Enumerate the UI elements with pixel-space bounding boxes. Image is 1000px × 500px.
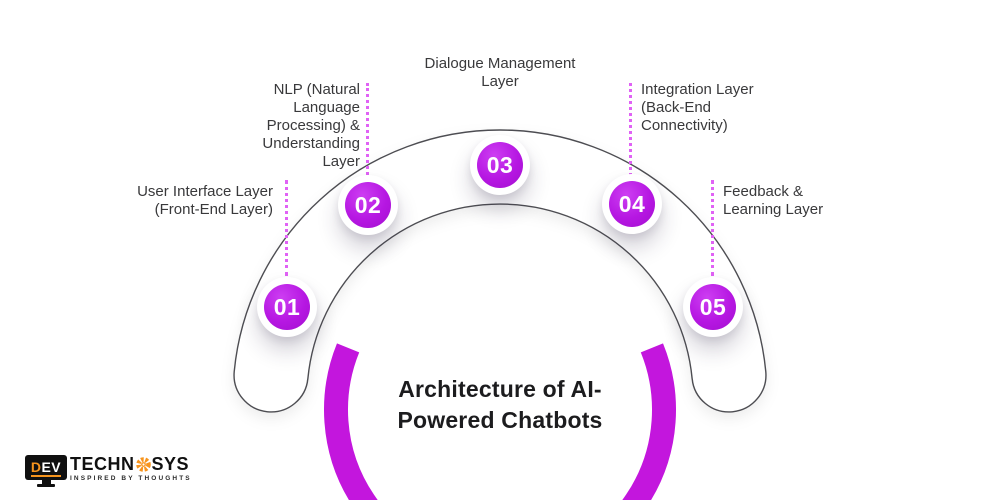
logo-dev-text: DEV: [30, 458, 62, 477]
step-badge-04: 04: [609, 181, 655, 227]
step-circle-05: 05: [683, 277, 743, 337]
step-number-01: 01: [273, 293, 301, 320]
step-number-03: 03: [486, 151, 514, 178]
monitor-icon: DEV: [25, 455, 67, 487]
logo-techn-text: TECHN: [70, 454, 135, 474]
devtechnosys-logo: DEV TECHN SYS INSPIRED BY THOUGHTS: [25, 455, 192, 487]
gear-icon: [135, 456, 151, 472]
logo-sys-text: SYS: [151, 454, 190, 474]
dotted-connector-1: [285, 180, 288, 276]
diagram-title: Architecture of AI- Powered Chatbots: [397, 376, 603, 433]
step-label-nlp: NLP (Natural Language Processing) & Unde…: [262, 81, 360, 170]
dotted-connector-5: [711, 180, 714, 276]
step-number-04: 04: [618, 190, 646, 217]
step-circle-02: 02: [338, 175, 398, 235]
step-badge-02: 02: [345, 182, 391, 228]
step-label-dialogue-management: Dialogue Management Layer: [424, 55, 576, 90]
step-label-feedback-learning: Feedback & Learning Layer: [723, 183, 824, 218]
step-circle-01: 01: [257, 277, 317, 337]
logo-wordmark: TECHN SYS: [70, 455, 192, 473]
step-badge-01: 01: [264, 284, 310, 330]
step-label-integration: Integration Layer (Back-End Connectivity…: [641, 81, 754, 134]
center-ring-arc: [324, 343, 676, 500]
step-label-user-interface: User Interface Layer (Front-End Layer): [137, 183, 273, 218]
step-number-05: 05: [699, 293, 727, 320]
step-circle-03: 03: [470, 135, 530, 195]
dotted-connector-4: [629, 83, 632, 176]
dotted-connector-2: [366, 83, 369, 175]
step-circle-04: 04: [602, 174, 662, 234]
logo-tagline: INSPIRED BY THOUGHTS: [70, 475, 192, 482]
step-badge-05: 05: [690, 284, 736, 330]
step-number-02: 02: [354, 191, 382, 218]
step-badge-03: 03: [477, 142, 523, 188]
